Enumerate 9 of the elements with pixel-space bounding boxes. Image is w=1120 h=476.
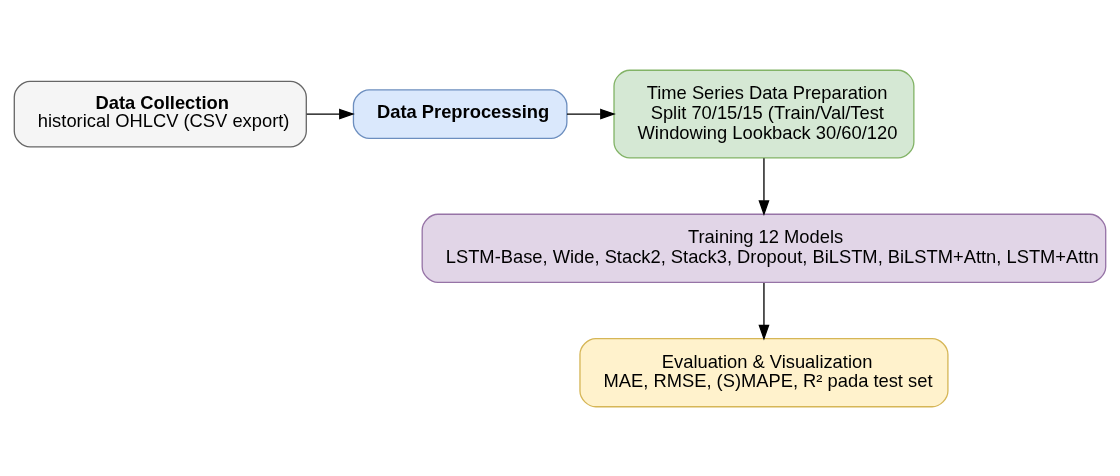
arrow	[758, 281, 770, 341]
node-box: Data Collection historical OHLCV (CSV export)	[13, 80, 307, 147]
arrow	[758, 157, 770, 216]
node-box: Evaluation & Visualization MAE, RMSE, (S)MAPE, R² pada test set	[579, 337, 949, 407]
node-box: Time Series Data Preparation Split 70/15/15 (Train/Val/Test Windowing Lookback 30/60/120	[613, 69, 915, 159]
arrow	[566, 108, 616, 120]
arrow	[306, 108, 355, 120]
node-box: Training 12 Models LSTM-Base, Wide, Stack2, Stack3, Dropout, BiLSTM, BiLSTM+Attn, LSTM+Attn	[421, 213, 1107, 283]
node-box: Data Preprocessing	[352, 88, 568, 139]
